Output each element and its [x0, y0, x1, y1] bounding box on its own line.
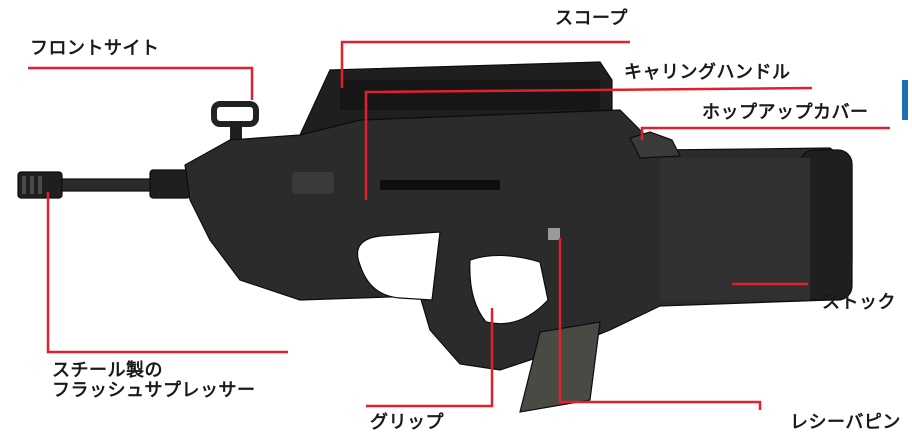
carrying-handle-leader — [364, 86, 813, 200]
flash-suppressor-label-line2: フラッシュサプレッサー — [52, 380, 256, 401]
grip-opening — [469, 254, 549, 325]
carrying-handle-label: キャリングハンドル — [624, 62, 791, 83]
gas-block-shape — [149, 169, 191, 199]
receiver-pin-leader — [558, 238, 762, 410]
scope-label: スコープ — [555, 8, 628, 29]
scope-leader — [340, 40, 630, 88]
flash-suppressor-leader — [46, 192, 288, 354]
scope-window — [340, 80, 600, 110]
front-sight-leader — [28, 66, 254, 100]
grip-leader — [366, 308, 494, 408]
flash-suppressor-label-line1: スチール製の — [52, 360, 163, 381]
suppressor-slot — [38, 176, 42, 194]
receiver-pin-shape — [548, 228, 560, 240]
hop-up-cover-label: ホップアップカバー — [702, 102, 869, 123]
charging-handle-knob — [292, 172, 334, 194]
receiver-pin-label: レシーバピン — [790, 412, 901, 433]
accent-bar — [902, 80, 908, 120]
front-sight-label: フロントサイト — [30, 38, 160, 59]
front-sight-shape — [211, 101, 259, 127]
suppressor-slot — [30, 176, 34, 194]
trigger-guard-opening — [356, 231, 441, 301]
grip-label: グリップ — [370, 412, 444, 433]
rifle-illustration — [17, 61, 853, 413]
charging-slot — [380, 180, 500, 190]
hop-up-cover-leader — [640, 126, 890, 140]
stock-body-shape — [660, 158, 810, 300]
suppressor-slot — [22, 176, 26, 194]
stock-label: ストック — [822, 292, 896, 313]
hop-up-cover-shape — [629, 131, 681, 159]
